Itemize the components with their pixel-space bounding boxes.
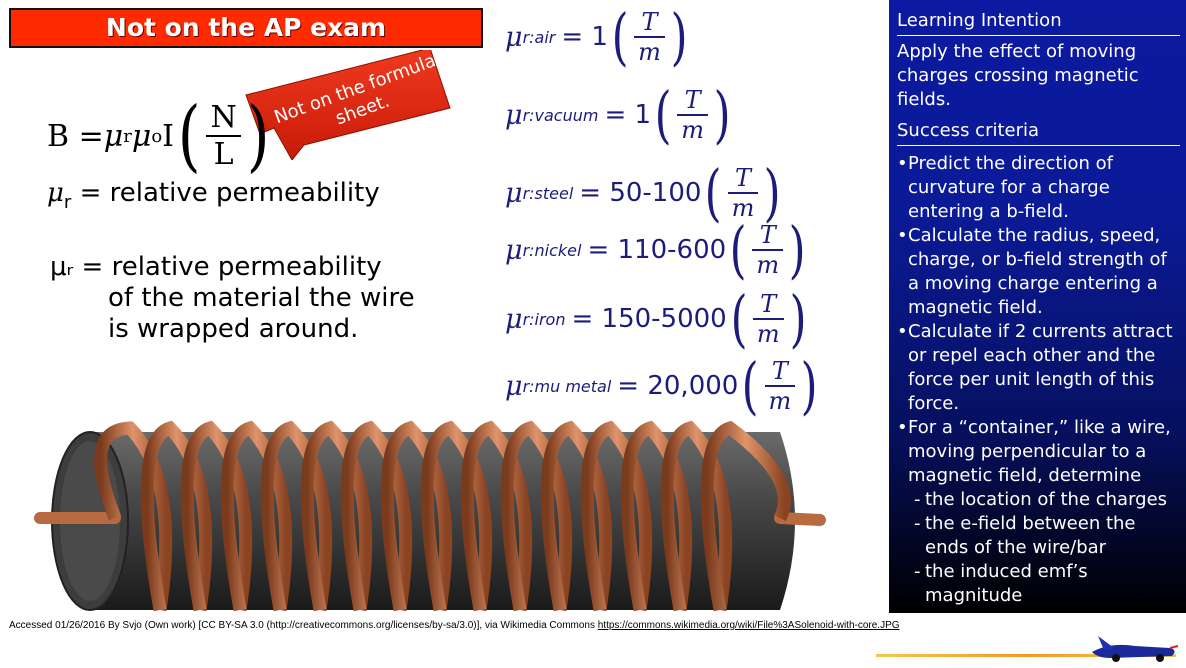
- eq-unit-num: T: [760, 290, 777, 318]
- sub-criteria-list: the location of the charges the e-field …: [908, 488, 1180, 608]
- attribution-text: Accessed 01/26/2016 By Svjo (Own work) […: [9, 620, 598, 631]
- formula-sheet-callout: Not on the formula sheet.: [244, 50, 458, 160]
- turns-per-length-fraction: N L: [206, 100, 241, 172]
- sub-criteria-item: the induced emf’s magnitude: [914, 560, 1180, 608]
- eq-unit-num: T: [735, 164, 752, 192]
- learning-intention-heading: Learning Intention: [897, 0, 1180, 36]
- eq-value: = 1: [561, 22, 608, 52]
- jet-car-logo-icon: [1090, 632, 1180, 668]
- fraction-numerator: N: [210, 100, 237, 135]
- footer-accent-line: [876, 654, 1176, 657]
- eq-value: = 110-600: [587, 235, 727, 265]
- mu-r-definition: μr = relative permeability: [47, 178, 380, 213]
- sub-criteria-item: the e-field between the ends of the wire…: [914, 512, 1180, 560]
- eq-unit-den: m: [756, 251, 780, 279]
- description-line-3: is wrapped around.: [108, 314, 359, 344]
- right-paren: ): [246, 91, 270, 181]
- description-line-1: μᵣ = relative permeability: [50, 252, 382, 282]
- formula-mu-o: μ: [131, 118, 152, 154]
- success-criteria-list: Predict the direction of curvature for a…: [897, 146, 1180, 608]
- eq-subscript: r:mu metal: [522, 376, 612, 396]
- formula-mu-r: μ: [103, 118, 124, 154]
- eq-unit-den: m: [638, 38, 661, 66]
- eq-value: = 1: [604, 100, 652, 130]
- eq-subscript: r:vacuum: [522, 105, 599, 125]
- eq-value: = 150-5000: [571, 304, 727, 334]
- eq-value: = 20,000: [617, 371, 739, 401]
- eq-subscript: r:iron: [522, 309, 566, 329]
- formula-sub-o: o: [151, 125, 163, 147]
- criteria-item: Calculate the radius, speed, charge, or …: [897, 224, 1180, 320]
- sub-criteria-item: the location of the charges: [914, 488, 1180, 512]
- criteria-item-with-subitems: For a “container,” like a wire, moving p…: [897, 416, 1180, 608]
- eq-subscript: r:nickel: [522, 240, 582, 260]
- solenoid-with-core-image: [20, 420, 830, 624]
- eq-value: = 50-100: [579, 178, 702, 208]
- description-line-2: of the material the wire: [108, 283, 415, 313]
- permeability-description: μᵣ = relative permeability of the materi…: [50, 252, 415, 345]
- eq-subscript: r:air: [522, 27, 556, 47]
- eq-unit-den: m: [756, 320, 780, 348]
- left-paren: (: [177, 91, 201, 181]
- formula-lhs: B =: [47, 118, 104, 154]
- solenoid-illustration: [34, 420, 826, 612]
- mu-subscript: r: [63, 192, 72, 213]
- eq-unit-num: T: [641, 8, 658, 36]
- fraction-denominator: L: [213, 137, 234, 172]
- image-attribution: Accessed 01/26/2016 By Svjo (Own work) […: [9, 620, 900, 631]
- eq-unit-num: T: [684, 86, 701, 114]
- eq-unit-den: m: [768, 387, 792, 415]
- learning-sidebar: Learning Intention Apply the effect of m…: [889, 0, 1186, 613]
- mu-symbol: μ: [47, 178, 64, 208]
- mu-definition-text: = relative permeability: [71, 178, 380, 208]
- criteria-item-text: For a “container,” like a wire, moving p…: [908, 417, 1171, 486]
- formula-sub-r: r: [123, 125, 132, 147]
- success-criteria-heading: Success criteria: [897, 118, 1180, 146]
- eq-unit-num: T: [771, 357, 788, 385]
- formula-current: I: [162, 118, 175, 154]
- criteria-item: Predict the direction of curvature for a…: [897, 152, 1180, 224]
- eq-unit-den: m: [731, 194, 755, 222]
- learning-intention-text: Apply the effect of moving charges cross…: [897, 41, 1139, 110]
- eq-unit-num: T: [759, 221, 776, 249]
- not-on-ap-exam-banner: Not on the AP exam: [9, 8, 483, 48]
- eq-unit-den: m: [681, 116, 705, 144]
- fraction-bar: [206, 135, 241, 137]
- attribution-link[interactable]: https://commons.wikimedia.org/wiki/File%…: [597, 620, 900, 631]
- eq-subscript: r:steel: [522, 183, 574, 203]
- criteria-item: Calculate if 2 currents attract or repel…: [897, 320, 1180, 416]
- callout-arrow-shape: [245, 50, 451, 160]
